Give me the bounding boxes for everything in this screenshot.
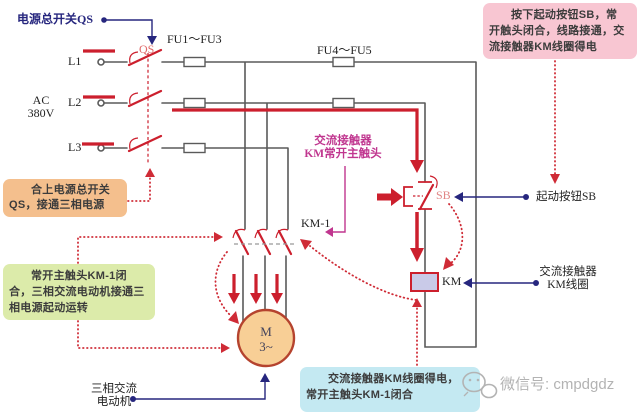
callout-text: QS，接通三相电源 (9, 199, 105, 211)
dotted-annotation-arrows (77, 60, 560, 366)
qs-label: QS (139, 42, 155, 56)
km-coil-line2: KM线圈 (547, 278, 589, 291)
motor-name-line2: 电动机 (96, 395, 132, 408)
callout-text: 按下起动按钮SB，常 (511, 9, 618, 21)
fuse-fu3 (183, 142, 206, 154)
km-coil-line1: 交流接触器 (539, 266, 597, 278)
km-label: KM (442, 274, 462, 288)
l2-terminal (97, 99, 105, 107)
l3-label: L3 (68, 140, 82, 154)
start-button-label: 起动按钮SB (536, 191, 597, 203)
motor-letter: M (260, 324, 272, 339)
callout-km1-close: 常开主触头KM-1闭 合，三相交流电动机接通三 相电源起动运转 (3, 264, 155, 320)
navy-pointer-lines (101, 17, 539, 402)
callout-text: 流接触器KM线圈得电 (489, 41, 598, 53)
motor-name-label: 三相交流 电动机 (90, 383, 138, 409)
km-contact-line2: KM常开主触头 (304, 147, 382, 160)
magenta-pointer (325, 166, 346, 237)
callout-press-sb: 按下起动按钮SB，常 开触头闭合，线路接通，交 流接触器KM线圈得电 (483, 3, 637, 59)
circuit-wires (97, 58, 477, 348)
motor-phase-text: 3~ (259, 339, 273, 354)
fuse-fu5 (332, 97, 355, 109)
km-contact-line1: 交流接触器 (314, 135, 372, 147)
fuse-fu2 (183, 97, 206, 109)
watermark-text: 微信号: cmpdgdz (500, 376, 615, 393)
ac-label-line1: AC (32, 93, 50, 107)
callout-text: 常开主触头KM-1闭 (31, 270, 127, 282)
fu1-fu3-label: FU1～FU3 (167, 32, 222, 46)
fuse-fu1 (183, 56, 206, 68)
km1-label: KM-1 (301, 216, 331, 230)
wechat-icon (462, 371, 498, 399)
callout-coil-energized: 交流接触器KM线圈得电， 常开主触头KM-1闭合 (300, 367, 480, 412)
current-flow-path (82, 49, 424, 304)
fuse-fu4 (332, 56, 355, 68)
callout-text: 开触头闭合，线路接通，交 (489, 25, 625, 37)
motor-name-line1: 三相交流 (91, 383, 137, 395)
callout-text: 相电源起动运转 (9, 302, 89, 314)
km-coil-label: 交流接触器 KM线圈 (528, 266, 608, 292)
fu4-fu5-label: FU4～FU5 (317, 43, 372, 57)
km-coil (410, 272, 439, 292)
km1-contacts (232, 228, 296, 256)
callout-text: 交流接触器KM线圈得电， (328, 373, 459, 385)
l1-label: L1 (68, 54, 82, 68)
motor: M 3~ (236, 308, 296, 368)
ac-label-line2: 380V (27, 106, 55, 121)
l2-label: L2 (68, 95, 82, 109)
sb-label: SB (436, 188, 451, 202)
callout-close-qs: 合上电源总开关 QS，接通三相电源 (3, 179, 127, 217)
qs-switch (127, 48, 163, 164)
callout-text: 合，三相交流电动机接通三 (9, 286, 145, 298)
power-switch-label: 电源总开关QS (17, 12, 94, 26)
callout-text: 合上电源总开关 (31, 184, 111, 196)
callout-text: 常开主触头KM-1闭合 (306, 389, 414, 401)
l3-terminal (97, 144, 105, 152)
km-main-contact-label: 交流接触器 KM常开主触头 (293, 135, 393, 161)
ac-voltage-label: AC 380V (20, 93, 62, 121)
sb-button (403, 175, 438, 211)
l1-terminal (97, 58, 105, 66)
fuses (183, 56, 355, 154)
